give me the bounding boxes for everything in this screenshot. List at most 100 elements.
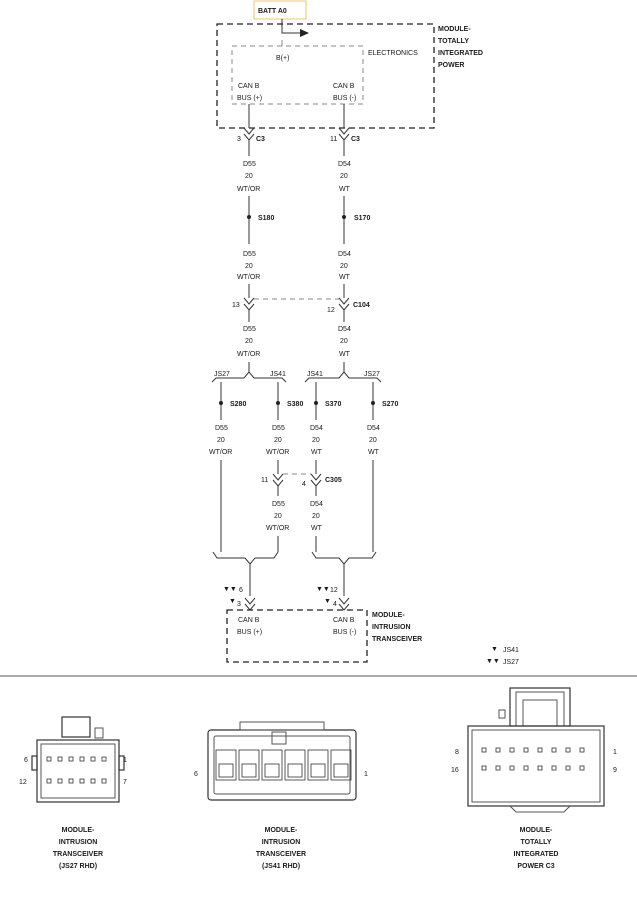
itm-canb-left: CAN B bbox=[238, 617, 260, 624]
v1-title-1: MODULE- bbox=[62, 827, 95, 834]
c305-right-connector-mark bbox=[310, 473, 322, 487]
tipm-title-2: TOTALLY bbox=[438, 38, 469, 45]
wire-d54-4-gauge: 20 bbox=[312, 437, 320, 444]
variant-js27-left: JS27 bbox=[214, 371, 230, 378]
c305-left-pin: 11 bbox=[261, 477, 268, 484]
batt-arrow bbox=[300, 29, 309, 37]
wire-d54-5-id: D54 bbox=[310, 501, 323, 508]
splice-s170-dot bbox=[342, 215, 346, 219]
itm-left-variant-marker-top: ▼▼ bbox=[223, 586, 237, 593]
tipm-bplus-label: B(+) bbox=[276, 55, 289, 62]
v1-title-2: INTRUSION bbox=[59, 839, 98, 846]
itm-module-box bbox=[226, 609, 368, 663]
connector-cavity bbox=[79, 756, 85, 762]
c104-left-pin: 13 bbox=[232, 302, 240, 309]
wire-d54-2-id: D54 bbox=[338, 251, 351, 258]
itm-right-pin-bot: 4 bbox=[333, 601, 337, 608]
itm-bus-neg: BUS (-) bbox=[333, 629, 356, 636]
connector-cavity bbox=[307, 749, 329, 781]
connector-cavity bbox=[284, 749, 306, 781]
connector-cavity-inner bbox=[333, 763, 349, 778]
c104-right-pin: 12 bbox=[327, 307, 335, 314]
connector-cavity-inner bbox=[287, 763, 303, 778]
wire-d55-6-color: WT/OR bbox=[266, 525, 289, 532]
connector-cavity bbox=[523, 747, 529, 753]
tipm-title-4: POWER bbox=[438, 62, 464, 69]
itm-left-pin-top: 6 bbox=[239, 587, 243, 594]
connector-cavity bbox=[79, 778, 85, 784]
connector-cavity bbox=[495, 747, 501, 753]
connector-cavity-inner bbox=[310, 763, 326, 778]
v2-pin-l: 6 bbox=[194, 771, 198, 778]
itm-bus-pos: BUS (+) bbox=[237, 629, 262, 636]
itm-right-variant-marker-top: ▼▼ bbox=[316, 586, 330, 593]
connector-cavity bbox=[215, 749, 237, 781]
v1-pin-tl: 6 bbox=[24, 757, 28, 764]
v2-title-1: MODULE- bbox=[265, 827, 298, 834]
itm-title-2: INTRUSION bbox=[372, 624, 411, 631]
connector-cavity bbox=[565, 747, 571, 753]
legend-js27-label: JS27 bbox=[503, 659, 519, 666]
itm-right-pin-top: 12 bbox=[330, 587, 338, 594]
wire-d54-1-gauge: 20 bbox=[340, 173, 348, 180]
wire-d55-4-color: WT/OR bbox=[209, 449, 232, 456]
connector-cavity bbox=[537, 747, 543, 753]
v3-title-2: TOTALLY bbox=[521, 839, 552, 846]
tipm-electronics-label: ELECTRONICS bbox=[368, 50, 418, 57]
connector-cavity bbox=[579, 747, 585, 753]
itm-left-variant-marker-bot: ▼ bbox=[229, 598, 236, 605]
wire-d55-4-id: D55 bbox=[215, 425, 228, 432]
variant-js41-right: JS41 bbox=[307, 371, 323, 378]
wire-d55-4-gauge: 20 bbox=[217, 437, 225, 444]
c104-label: C104 bbox=[353, 302, 370, 309]
v3-pin-tl: 8 bbox=[455, 749, 459, 756]
wire-d55-1-gauge: 20 bbox=[245, 173, 253, 180]
connector-cavity bbox=[101, 756, 107, 762]
v3-title-4: POWER C3 bbox=[517, 863, 554, 870]
splice-s280-dot bbox=[219, 401, 223, 405]
v2-title-3: TRANSCEIVER bbox=[256, 851, 306, 858]
connector-cavity bbox=[495, 765, 501, 771]
v1-title-3: TRANSCEIVER bbox=[53, 851, 103, 858]
connector-cavity bbox=[46, 756, 52, 762]
connector-cavity bbox=[579, 765, 585, 771]
wire-d55-2-gauge: 20 bbox=[245, 263, 253, 270]
itm-title-3: TRANSCEIVER bbox=[372, 636, 422, 643]
itm-right-variant-marker-bot: ▼ bbox=[324, 598, 331, 605]
splice-s380-dot bbox=[276, 401, 280, 405]
splice-s180-dot bbox=[247, 215, 251, 219]
v1-pin-bl: 12 bbox=[19, 779, 27, 786]
wire-d54-2-color: WT bbox=[339, 274, 351, 281]
itm-left-connector-mark bbox=[244, 597, 256, 611]
legend-js27-marker: ▼▼ bbox=[486, 658, 500, 665]
wire-d54-4-id: D54 bbox=[310, 425, 323, 432]
splice-s380-label: S380 bbox=[287, 401, 303, 408]
connector-cavity-inner bbox=[264, 763, 280, 778]
wire-d54-3-color: WT bbox=[339, 351, 351, 358]
connector-cavity bbox=[537, 765, 543, 771]
connector-cavity bbox=[101, 778, 107, 784]
c3-left-pin: 3 bbox=[237, 136, 241, 143]
connector-cavity bbox=[68, 756, 74, 762]
wire-d54-1-id: D54 bbox=[338, 161, 351, 168]
v3-title-3: INTEGRATED bbox=[514, 851, 559, 858]
batt-label-box bbox=[253, 0, 307, 20]
connector-cavity bbox=[238, 749, 260, 781]
connector-cavity bbox=[509, 747, 515, 753]
wire-d54-4-color: WT bbox=[311, 449, 323, 456]
v2-pin-r: 1 bbox=[364, 771, 368, 778]
c3-right-label: C3 bbox=[351, 136, 360, 143]
wire-d54-6-id: D54 bbox=[367, 425, 380, 432]
tipm-bus-pos: BUS (+) bbox=[237, 95, 262, 102]
tipm-bus-neg: BUS (-) bbox=[333, 95, 356, 102]
v3-pin-tr: 1 bbox=[613, 749, 617, 756]
connector-view-tipm-c3 bbox=[467, 687, 605, 813]
tipm-module-box bbox=[216, 23, 435, 129]
v2-title-2: INTRUSION bbox=[262, 839, 301, 846]
connector-cavity bbox=[330, 749, 352, 781]
tipm-canb-left: CAN B bbox=[238, 83, 260, 90]
splice-s370-dot bbox=[314, 401, 318, 405]
variant-js41-left: JS41 bbox=[270, 371, 286, 378]
c104-left-connector-mark bbox=[243, 297, 255, 311]
